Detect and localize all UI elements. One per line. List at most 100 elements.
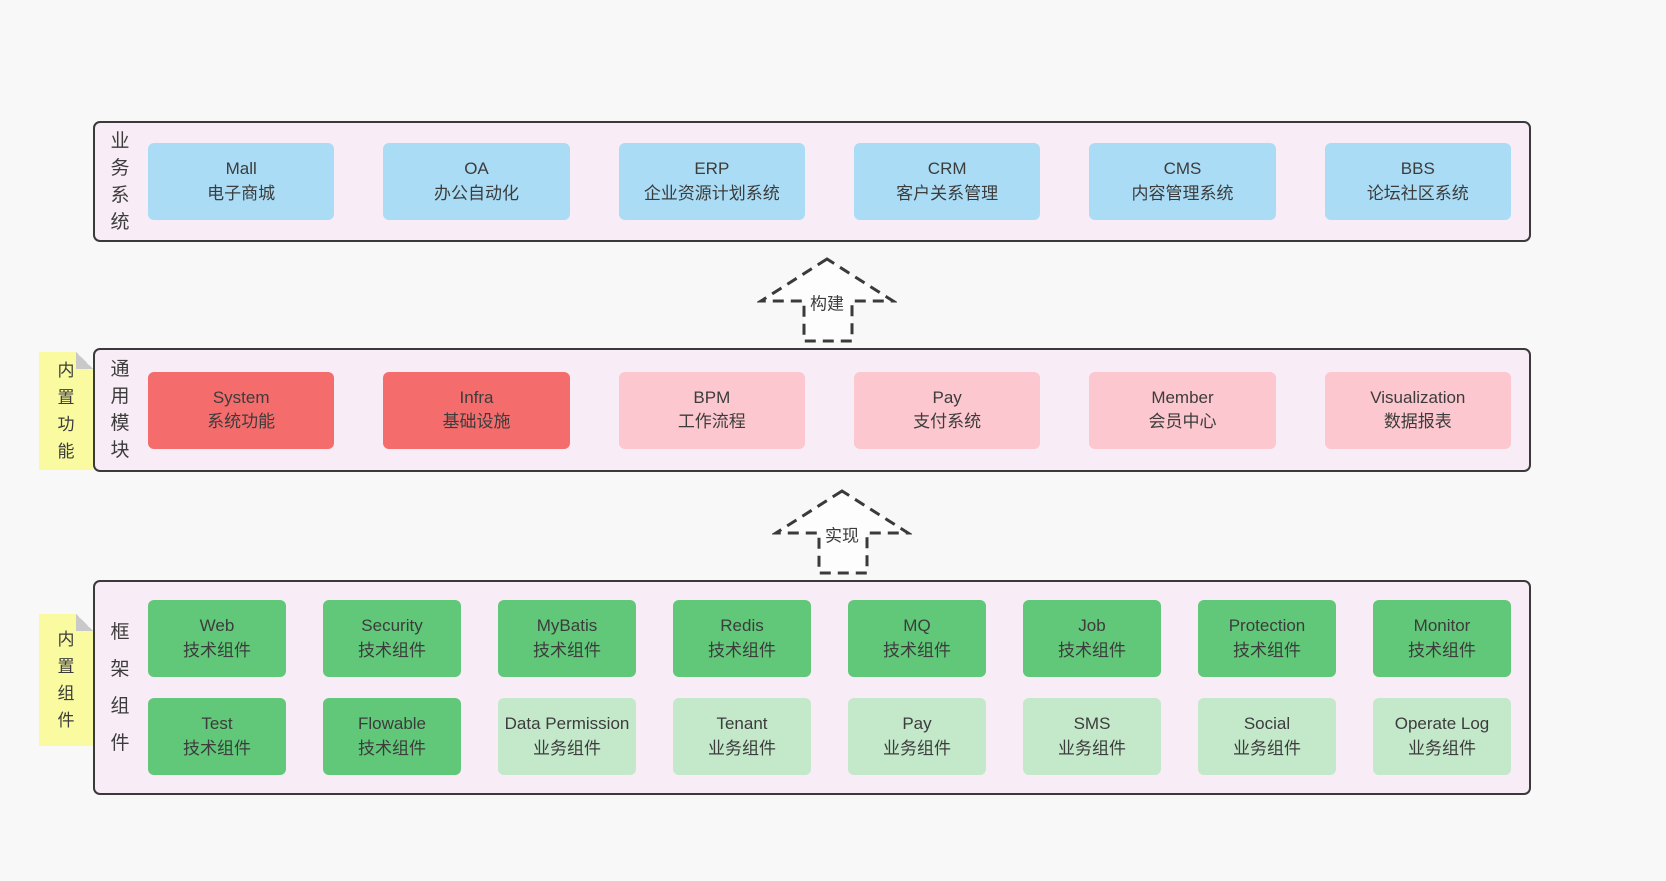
module-subtitle: 工作流程 [677,412,746,431]
module-title: Flowable [357,714,427,734]
module-title: Protection [1228,616,1306,636]
module-title: MyBatis [536,616,598,636]
module-subtitle: 数据报表 [1383,412,1452,431]
module-title: Infra [459,387,494,407]
module-subtitle: 业务组件 [1058,738,1126,758]
implement-arrow-label: 实现 [822,520,862,548]
module-subtitle: 客户关系管理 [896,183,999,203]
module-title: Job [1078,616,1106,636]
module-subtitle: 企业资源计划系统 [643,183,780,203]
module-subtitle: 基础设施 [442,412,511,431]
build-arrow: 构建 [757,256,897,344]
module-box: Operate Log 业务组件 [1373,698,1511,775]
module-box: Pay 业务组件 [848,698,986,775]
module-box: Mall 电子商城 [148,143,335,220]
module-subtitle: 办公自动化 [433,183,519,203]
layer-label-text: 通用模块 [110,359,130,461]
module-subtitle: 会员中心 [1148,412,1217,431]
module-title: Web [199,616,235,636]
module-subtitle: 业务组件 [1233,738,1301,758]
module-subtitle: 业务组件 [1408,738,1476,758]
module-box: Redis 技术组件 [673,600,811,677]
module-subtitle: 技术组件 [183,640,251,660]
module-box: OA 办公自动化 [383,143,570,220]
module-box: Tenant 业务组件 [673,698,811,775]
module-box: BPM 工作流程 [618,371,805,449]
module-title: Member [1151,387,1214,407]
module-box: MQ 技术组件 [848,600,986,677]
module-box: Social 业务组件 [1198,698,1336,775]
module-subtitle: 技术组件 [183,738,251,758]
builtin-functions-tag: 内置功能 [39,352,93,470]
module-title: Pay [902,714,932,734]
module-box: BBS 论坛社区系统 [1324,143,1511,220]
module-box: Visualization 数据报表 [1324,371,1511,449]
module-subtitle: 技术组件 [358,738,426,758]
module-subtitle: 业务组件 [533,738,601,758]
module-title: Visualization [1370,387,1466,407]
module-box: Member 会员中心 [1089,371,1276,449]
module-title: Tenant [716,714,768,734]
module-title: Social [1243,714,1291,734]
module-box: MyBatis 技术组件 [498,600,636,677]
build-arrow-label: 构建 [807,288,847,316]
module-title: Test [201,714,233,734]
module-title: Mall [225,159,257,179]
module-subtitle: 技术组件 [708,640,776,660]
module-title: Operate Log [1394,714,1490,734]
module-box: Infra 基础设施 [383,371,570,449]
module-box: Test 技术组件 [148,698,286,775]
builtin-components-tag: 内置组件 [39,614,93,746]
implement-arrow: 实现 [772,488,912,576]
module-subtitle: 论坛社区系统 [1366,183,1469,203]
module-box: SMS 业务组件 [1023,698,1161,775]
module-title: Security [361,616,423,636]
layer-label-text: 框架组件 [110,621,130,754]
module-title: Monitor [1413,616,1471,636]
module-subtitle: 业务组件 [883,738,951,758]
module-box: Data Permission 业务组件 [498,698,636,775]
layer-label-components: 框架组件 [105,582,135,793]
layer-business-systems: 业务系统 Mall 电子商城 OA 办公自动化 ERP 企业资源计划系统 CRM 客户关系管理… [93,121,1531,242]
layer-label-modules: 通用模块 [105,350,135,470]
module-title: BPM [693,387,731,407]
module-title: SMS [1073,714,1111,734]
module-box: CRM 客户关系管理 [853,143,1041,220]
module-subtitle: 内容管理系统 [1131,183,1234,203]
module-box: Flowable 技术组件 [323,698,461,775]
module-box: Web 技术组件 [148,600,286,677]
layer-label-business: 业务系统 [105,123,135,240]
module-subtitle: 系统功能 [207,412,276,431]
module-subtitle: 技术组件 [533,640,601,660]
module-title: MQ [903,616,931,636]
module-title: OA [464,159,489,179]
module-box: Monitor 技术组件 [1373,600,1511,677]
module-title: System [212,387,270,407]
module-box: Job 技术组件 [1023,600,1161,677]
module-subtitle: 业务组件 [708,738,776,758]
module-subtitle: 技术组件 [1058,640,1126,660]
module-subtitle: 支付系统 [913,412,982,431]
module-title: CRM [927,159,967,179]
module-title: Redis [720,616,764,636]
module-title: ERP [694,159,730,179]
module-subtitle: 技术组件 [883,640,951,660]
builtin-components-tag-text: 内置组件 [57,630,75,730]
builtin-functions-tag-text: 内置功能 [57,361,75,461]
module-subtitle: 电子商城 [207,183,276,203]
module-title: BBS [1400,159,1435,179]
module-subtitle: 技术组件 [1408,640,1476,660]
module-title: Data Permission [504,714,630,734]
